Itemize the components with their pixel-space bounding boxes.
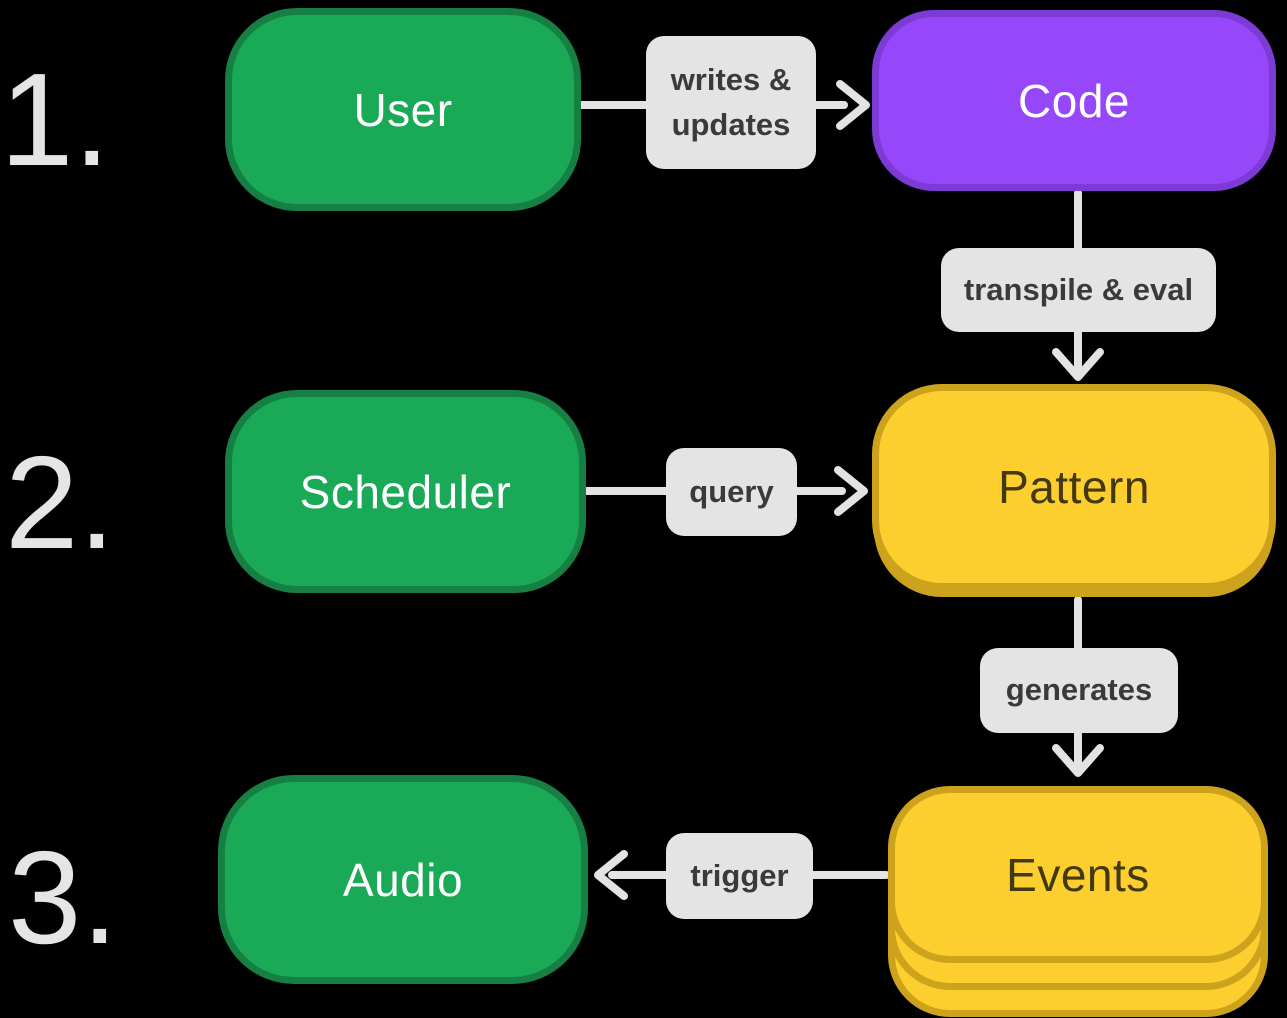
step-number-3: 3. — [8, 824, 119, 971]
step-number-1: 1. — [0, 46, 111, 193]
edge-label-line: updates — [671, 106, 791, 142]
step-number-2: 2. — [5, 429, 116, 576]
edge-label-transpile-eval: transpile & eval — [941, 248, 1216, 332]
edge-label-line: writes & — [670, 61, 792, 97]
node-events: Events — [888, 786, 1268, 963]
edge-label-query: query — [666, 448, 797, 536]
node-code: Code — [872, 10, 1276, 191]
node-audio: Audio — [218, 775, 588, 984]
node-pattern: Pattern — [872, 384, 1276, 590]
edge-label-trigger: trigger — [666, 833, 813, 919]
node-user: User — [225, 8, 581, 211]
edge-label-generates: generates — [980, 648, 1178, 733]
node-scheduler: Scheduler — [225, 390, 586, 593]
node-events-stack: Events — [888, 786, 1268, 1018]
edge-label-writes-updates: writes & updates — [646, 36, 816, 169]
